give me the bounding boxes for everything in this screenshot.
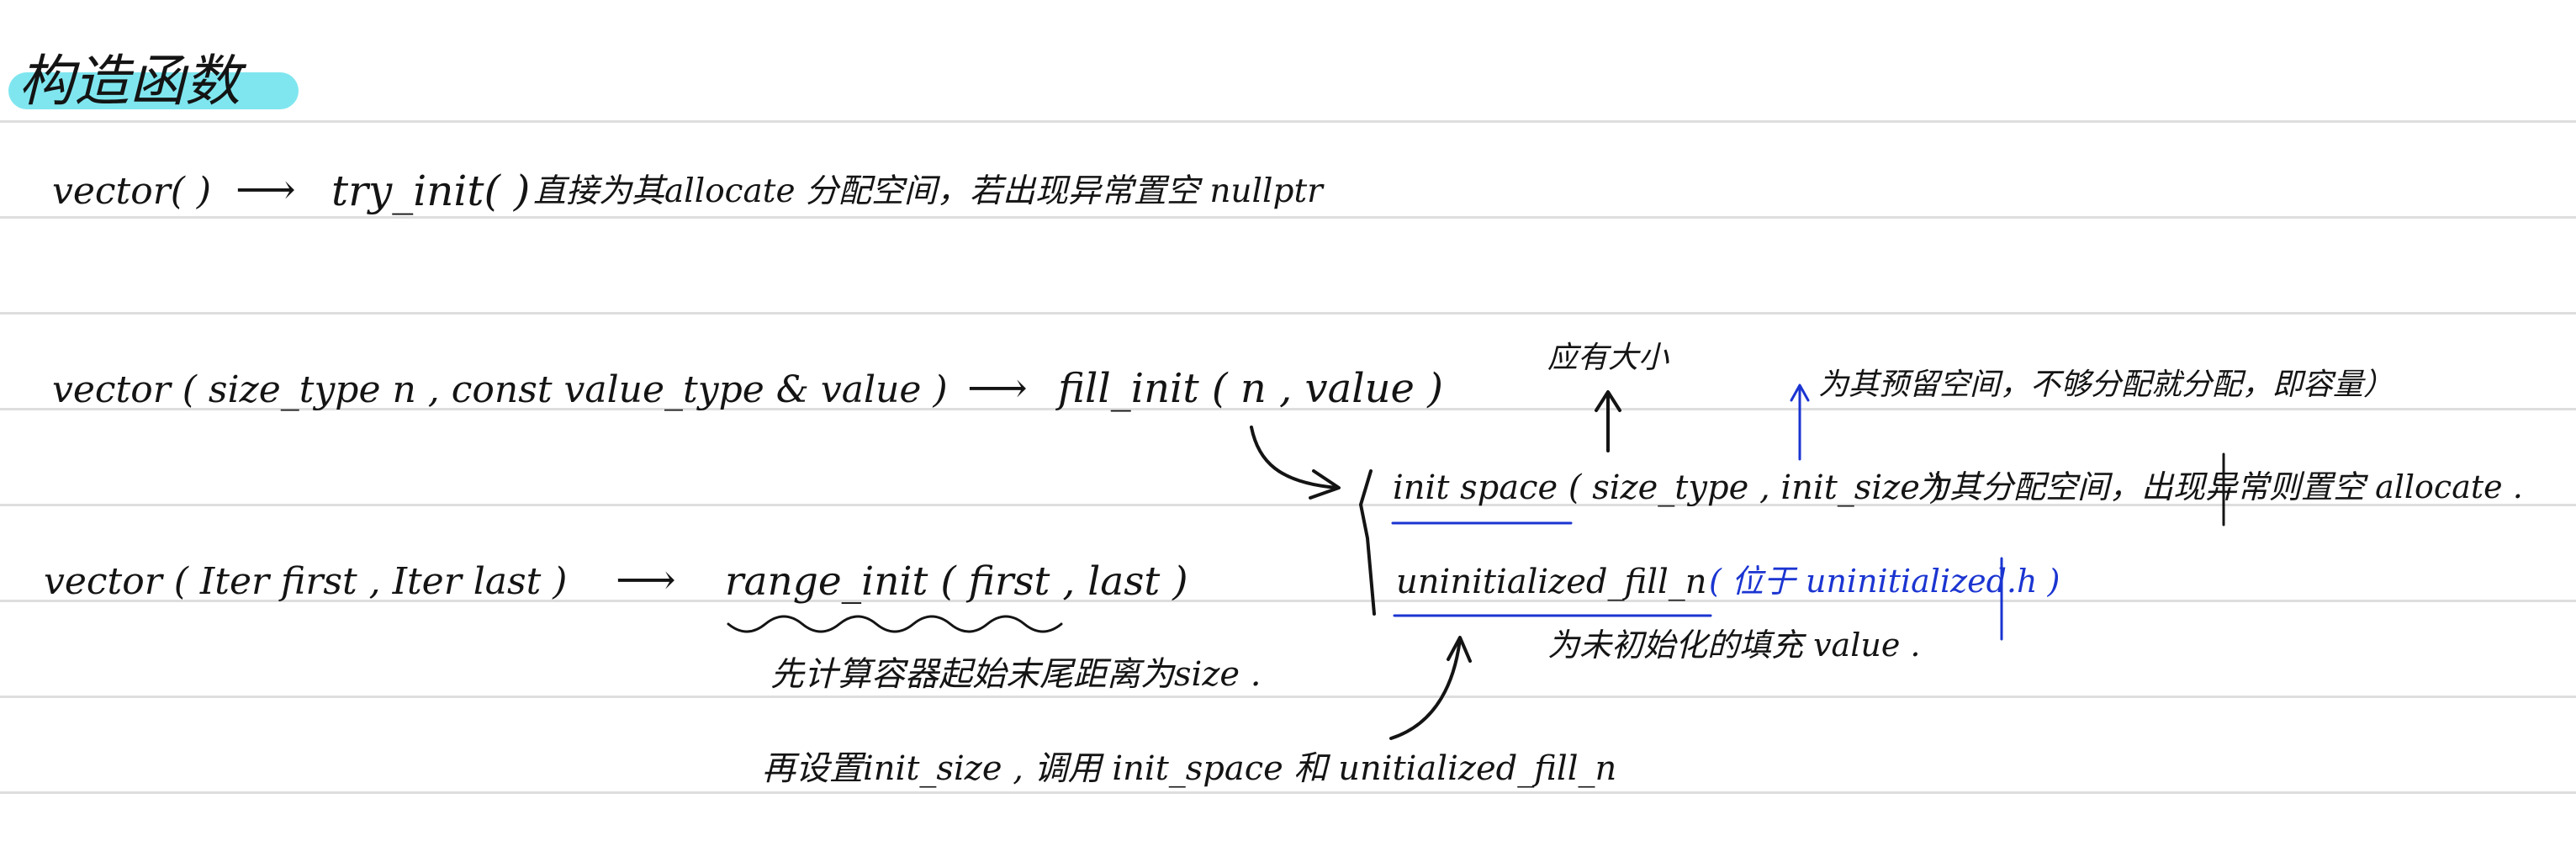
actual-size-note: 应有大小 <box>1547 341 1669 375</box>
uninitialized-fill-call: uninitialized_fill_n <box>1396 563 1707 601</box>
ruled-line <box>0 791 2576 794</box>
init-space-description: 为其分配空间，出现异常则置空 allocate . <box>1917 468 2523 505</box>
ruled-line <box>0 216 2576 219</box>
init-space-call: init space ( size_type , init_size ) <box>1393 468 1944 507</box>
range-init-call: range_init ( first , last ) <box>725 558 1188 605</box>
row2-arrow: ⟶ <box>967 363 1028 412</box>
range-init-arrowhead <box>1447 636 1472 663</box>
actual-size-arrowhead <box>1595 390 1621 412</box>
range-constructor-signature: vector ( Iter first , Iter last ) <box>44 560 568 603</box>
range-init-wavy-underline <box>727 615 1063 633</box>
fill-init-call: fill_init ( n , value ) <box>1058 365 1443 412</box>
page-title: 构造函数 <box>19 49 241 114</box>
fill-init-curved-arrow <box>1250 426 1339 489</box>
ruled-line <box>0 120 2576 123</box>
try-init-call: try_init( ) <box>331 167 531 215</box>
range-init-step-1: 先计算容器起始末尾距离为size . <box>770 655 1262 694</box>
range-init-curved-arrow <box>1389 637 1462 740</box>
row3-arrow: ⟶ <box>616 555 676 604</box>
fill-constructor-signature: vector ( size_type n , const value_type … <box>52 368 948 411</box>
fill-init-arrowhead <box>1309 469 1341 500</box>
ruled-line <box>0 600 2576 602</box>
row1-arrow: ⟶ <box>235 165 296 214</box>
range-init-step-2: 再设置init_size , 调用 init_space 和 unitializ… <box>762 749 1617 788</box>
title-highlight <box>8 72 299 109</box>
ruled-line <box>0 696 2576 698</box>
uninitialized-fill-description: 为未初始化的填充 value . <box>1547 627 1921 664</box>
ruled-line <box>0 312 2576 315</box>
reserve-space-note: 为其预留空间，不够分配就分配，即容量） <box>1818 368 2394 402</box>
try-init-note: 直接为其allocate 分配空间，若出现异常置空 nullptr <box>533 172 1323 210</box>
reserve-space-arrowhead <box>1790 383 1810 402</box>
ruled-line <box>0 504 2576 506</box>
default-constructor-signature: vector( ) <box>52 170 212 213</box>
ruled-line <box>0 408 2576 410</box>
call-bracket <box>1359 469 1376 616</box>
